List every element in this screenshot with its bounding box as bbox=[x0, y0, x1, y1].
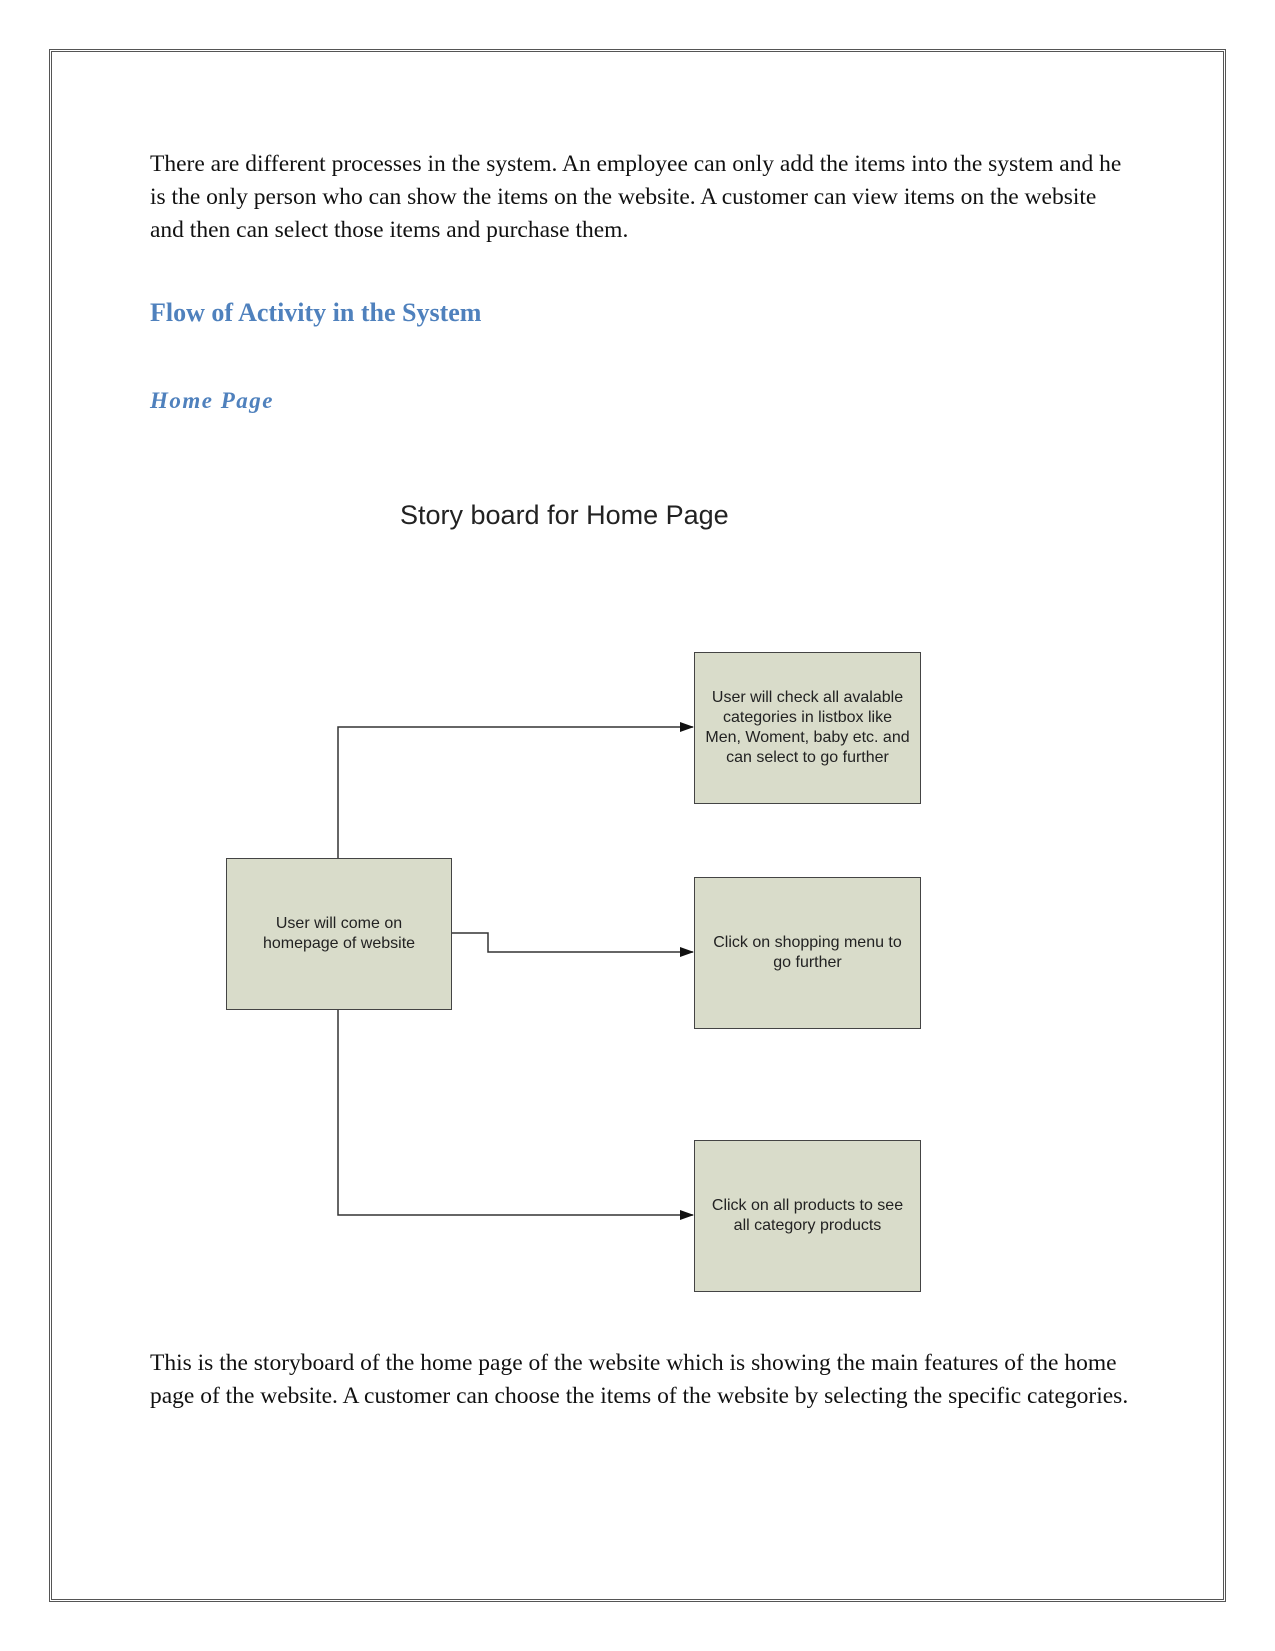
node-categories: User will check all avalable categories … bbox=[694, 652, 921, 804]
connector-to-shopping-menu bbox=[452, 932, 694, 957]
node-shopping-menu: Click on shopping menu to go further bbox=[694, 877, 921, 1029]
intro-paragraph: There are different processes in the sys… bbox=[150, 151, 1122, 243]
node-start: User will come on homepage of website bbox=[226, 858, 452, 1010]
page-border bbox=[49, 49, 1226, 1602]
connector-to-all-products bbox=[337, 1010, 694, 1220]
node-all-products: Click on all products to see all categor… bbox=[694, 1140, 921, 1292]
subsection-heading: Home Page bbox=[150, 388, 274, 413]
closing-paragraph: This is the storyboard of the home page … bbox=[150, 1350, 1129, 1409]
section-heading: Flow of Activity in the System bbox=[150, 298, 482, 327]
connector-to-categories bbox=[337, 722, 694, 858]
diagram-title: Story board for Home Page bbox=[400, 500, 729, 530]
